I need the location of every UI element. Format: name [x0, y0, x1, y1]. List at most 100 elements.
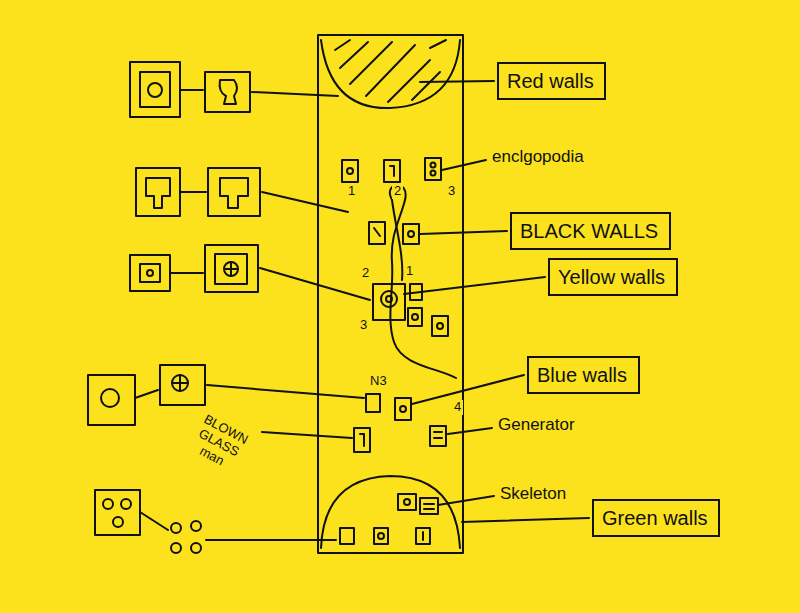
- sketch-stroke: [378, 533, 384, 539]
- wall-label: Yellow walls: [558, 265, 668, 289]
- sketch-stroke: [412, 314, 418, 320]
- sketch-stroke: [354, 428, 370, 452]
- sketch-stroke: [260, 268, 370, 300]
- room-label: enclgopodia: [490, 147, 586, 167]
- sketch-stroke: [416, 528, 430, 544]
- sketch-stroke: [208, 168, 260, 216]
- sketch-stroke: [390, 185, 456, 378]
- sketch-stroke: [160, 365, 205, 405]
- sketch-stroke: [170, 272, 203, 274]
- sketch-stroke: [206, 539, 336, 541]
- sketch-stroke: [215, 254, 247, 284]
- sketch-stroke: [180, 191, 206, 193]
- sketch-stroke: [147, 270, 153, 276]
- sketch-stroke: [220, 178, 248, 208]
- sketch-stroke: [207, 385, 364, 398]
- sketch-stroke: [434, 432, 442, 438]
- sketch-stroke: [88, 375, 135, 425]
- wall-box: Blue walls: [527, 356, 640, 394]
- sketch-stroke: [374, 228, 380, 236]
- sketch-stroke: [400, 406, 406, 412]
- sketch-stroke: [335, 40, 446, 102]
- sketch-stroke: [171, 523, 181, 533]
- sketch-stroke: [135, 390, 158, 398]
- room-label: BLOWN GLASS man: [179, 408, 258, 479]
- sketch-stroke: [369, 222, 385, 244]
- sketch-stroke: [121, 499, 131, 509]
- sketch-stroke: [224, 262, 238, 276]
- sketch-stroke: [408, 308, 422, 326]
- wall-label: Blue walls: [537, 363, 630, 387]
- sketch-stroke: [103, 499, 113, 509]
- sketch-stroke: [390, 166, 394, 176]
- sketch-stroke: [252, 92, 338, 96]
- sketch-stroke: [318, 35, 463, 553]
- sketch-stroke: [342, 160, 358, 182]
- sketch-stroke: [381, 291, 397, 307]
- wall-box: Yellow walls: [548, 258, 678, 296]
- sketch-stroke: [430, 426, 446, 446]
- sketch-stroke: [113, 517, 123, 527]
- sketch-stroke: [262, 432, 352, 438]
- sketch-stroke: [432, 316, 448, 336]
- callout-number: 1: [404, 264, 415, 279]
- sketch-stroke: [140, 72, 170, 107]
- sketch-stroke: [191, 521, 201, 531]
- wall-box: BLACK WALLS: [510, 212, 671, 250]
- sketch-stroke: [420, 231, 507, 234]
- sketch-stroke: [398, 494, 416, 510]
- sketch-stroke: [448, 428, 492, 434]
- sketch-stroke: [191, 543, 201, 553]
- sketch-stroke: [366, 394, 380, 412]
- sketch-stroke: [172, 375, 188, 391]
- sketch-stroke: [205, 72, 250, 112]
- sketch-stroke: [395, 398, 411, 420]
- sketch-stroke: [373, 284, 405, 320]
- sketch-stroke: [392, 200, 402, 280]
- sketch-stroke: [130, 255, 170, 291]
- sketch-stroke: [424, 504, 434, 509]
- sketch-stroke: [136, 168, 180, 216]
- sketch-stroke: [347, 168, 353, 174]
- sketch-stroke: [425, 158, 441, 180]
- sketch-stroke: [412, 375, 524, 404]
- sketch-stroke: [262, 192, 348, 212]
- sketch-stroke: [180, 89, 203, 91]
- sketch-stroke: [420, 81, 494, 82]
- sketch-stroke: [172, 375, 188, 391]
- callout-number: 1: [346, 184, 357, 199]
- sketch-stroke: [386, 296, 392, 302]
- wall-label: Red walls: [507, 69, 596, 93]
- callout-number: 3: [358, 318, 369, 333]
- sketch-stroke: [321, 476, 460, 548]
- sketch-stroke: [431, 163, 436, 168]
- callout-number: 3: [446, 184, 457, 199]
- sketch-stroke: [420, 498, 438, 514]
- sketch-stroke: [224, 262, 238, 276]
- wall-box: Green walls: [592, 499, 720, 537]
- room-label: Generator: [496, 415, 577, 435]
- sketch-stroke: [220, 80, 237, 104]
- sketch-stroke: [360, 434, 364, 446]
- sketch-stroke: [205, 245, 258, 292]
- sketch-stroke: [408, 231, 414, 237]
- sketch-stroke: [404, 277, 545, 294]
- sketch-stroke: [148, 83, 162, 97]
- callout-number: 2: [360, 266, 371, 281]
- sketch-stroke: [171, 543, 181, 553]
- wall-label: Green walls: [602, 506, 710, 530]
- callout-number: N3: [368, 374, 389, 389]
- sketch-stroke: [384, 160, 400, 182]
- sketch-stroke: [321, 40, 460, 108]
- callout-number: 2: [392, 184, 403, 199]
- room-label: Skeleton: [498, 484, 568, 504]
- sketch-stroke: [404, 499, 410, 505]
- sketch-stroke: [101, 389, 119, 407]
- sketch-stroke: [431, 171, 436, 176]
- wall-box: Red walls: [497, 62, 606, 100]
- sketch-stroke: [438, 496, 494, 505]
- sketch-stroke: [442, 160, 486, 170]
- sketch-stroke: [422, 532, 424, 540]
- sketch-stroke: [374, 528, 388, 544]
